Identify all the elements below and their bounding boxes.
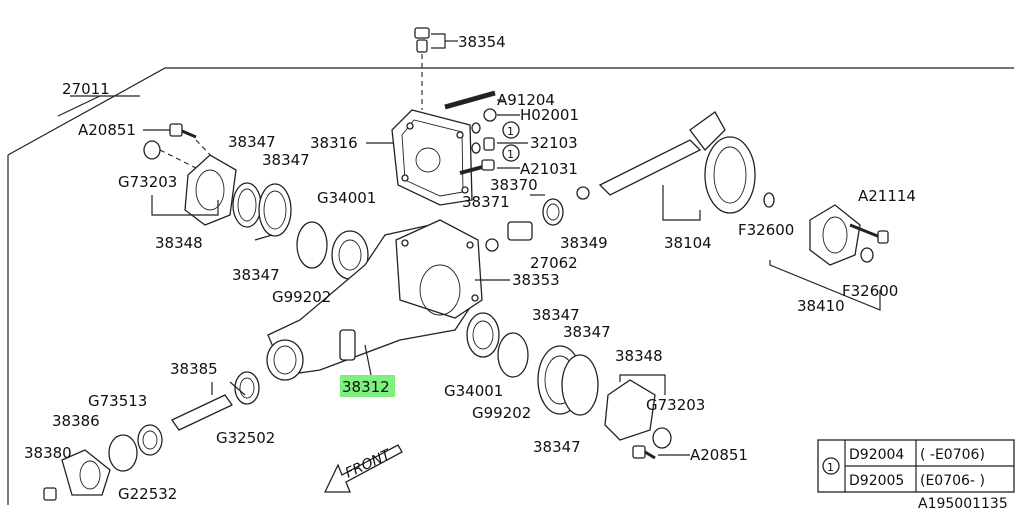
legend-range-1: ( -E0706) (920, 447, 985, 463)
label-38354: 38354 (458, 33, 506, 51)
callout-1-a: 1 (502, 121, 520, 139)
label-A91204: A91204 (497, 91, 555, 109)
part-right-flange-group (466, 312, 690, 460)
label-38347-d: 38347 (532, 306, 580, 324)
label-38371: 38371 (462, 193, 510, 211)
part-axle-group (43, 371, 260, 501)
label-A21114: A21114 (858, 187, 916, 205)
label-38380: 38380 (24, 444, 72, 462)
highlight-38312 (340, 375, 395, 397)
label-38349: 38349 (560, 234, 608, 252)
diagram-id: A195001135 (918, 496, 1008, 511)
label-G34001-b: G34001 (444, 382, 503, 400)
label-A20851-a: A20851 (78, 121, 136, 139)
label-38386: 38386 (52, 412, 100, 430)
label-G32502: G32502 (216, 429, 275, 447)
label-H02001: H02001 (520, 106, 579, 124)
frame-outline (7, 67, 1014, 505)
legend-range-2: (E0706- ) (920, 473, 985, 489)
label-38348-a: 38348 (155, 234, 203, 252)
label-38348-b: 38348 (615, 347, 663, 365)
legend-code-1: D92004 (849, 447, 904, 463)
label-38410: 38410 (797, 297, 845, 315)
svg-text:1: 1 (507, 125, 514, 138)
label-F32600-a: F32600 (738, 221, 794, 239)
callout-1-b: 1 (502, 144, 520, 162)
label-38347-b: 38347 (262, 151, 310, 169)
part-labels: 38354 27011 A91204 H02001 A20851 38316 3… (24, 33, 916, 503)
legend-marker (822, 457, 840, 475)
label-32103: 32103 (530, 134, 578, 152)
part-pinion-spacer (485, 186, 590, 252)
part-left-flange-group (143, 123, 369, 280)
label-A20851-b: A20851 (690, 446, 748, 464)
label-38347-c: 38347 (232, 266, 280, 284)
part-38312-housing (266, 219, 510, 381)
label-G22532: G22532 (118, 485, 177, 503)
part-38104-shaft (598, 111, 726, 221)
label-38347-a: 38347 (228, 133, 276, 151)
legend-code-2: D92005 (849, 473, 904, 489)
label-38316: 38316 (310, 134, 358, 152)
label-G73203-b: G73203 (646, 396, 705, 414)
label-G99202-b: G99202 (472, 404, 531, 422)
part-H02001 (483, 108, 520, 122)
part-A91204 (444, 90, 505, 110)
label-27011: 27011 (62, 80, 110, 98)
label-38347-f: 38347 (533, 438, 581, 456)
part-32103-group (459, 122, 528, 175)
part-38316-cover (366, 109, 473, 206)
legend-table: 1 D92004 ( -E0706) D92005 (E0706- ) (817, 439, 1015, 493)
label-G34001-a: G34001 (317, 189, 376, 207)
svg-text:1: 1 (827, 461, 834, 474)
part-38354 (414, 27, 458, 110)
label-A21031: A21031 (520, 160, 578, 178)
label-F32600-b: F32600 (842, 282, 898, 300)
label-27062: 27062 (530, 254, 578, 272)
label-38347-e: 38347 (563, 323, 611, 341)
label-38312: 38312 (342, 378, 390, 396)
label-G73203-a: G73203 (118, 173, 177, 191)
svg-text:1: 1 (507, 148, 514, 161)
label-38104: 38104 (664, 234, 712, 252)
label-38353: 38353 (512, 271, 560, 289)
front-arrow: FRONT (323, 444, 403, 493)
label-38370: 38370 (490, 176, 538, 194)
label-G99202-a: G99202 (272, 288, 331, 306)
label-G73513: G73513 (88, 392, 147, 410)
svg-text:FRONT: FRONT (343, 446, 394, 481)
label-38385: 38385 (170, 360, 218, 378)
part-38410-ring (704, 136, 889, 311)
leader-27011-b (57, 95, 101, 117)
